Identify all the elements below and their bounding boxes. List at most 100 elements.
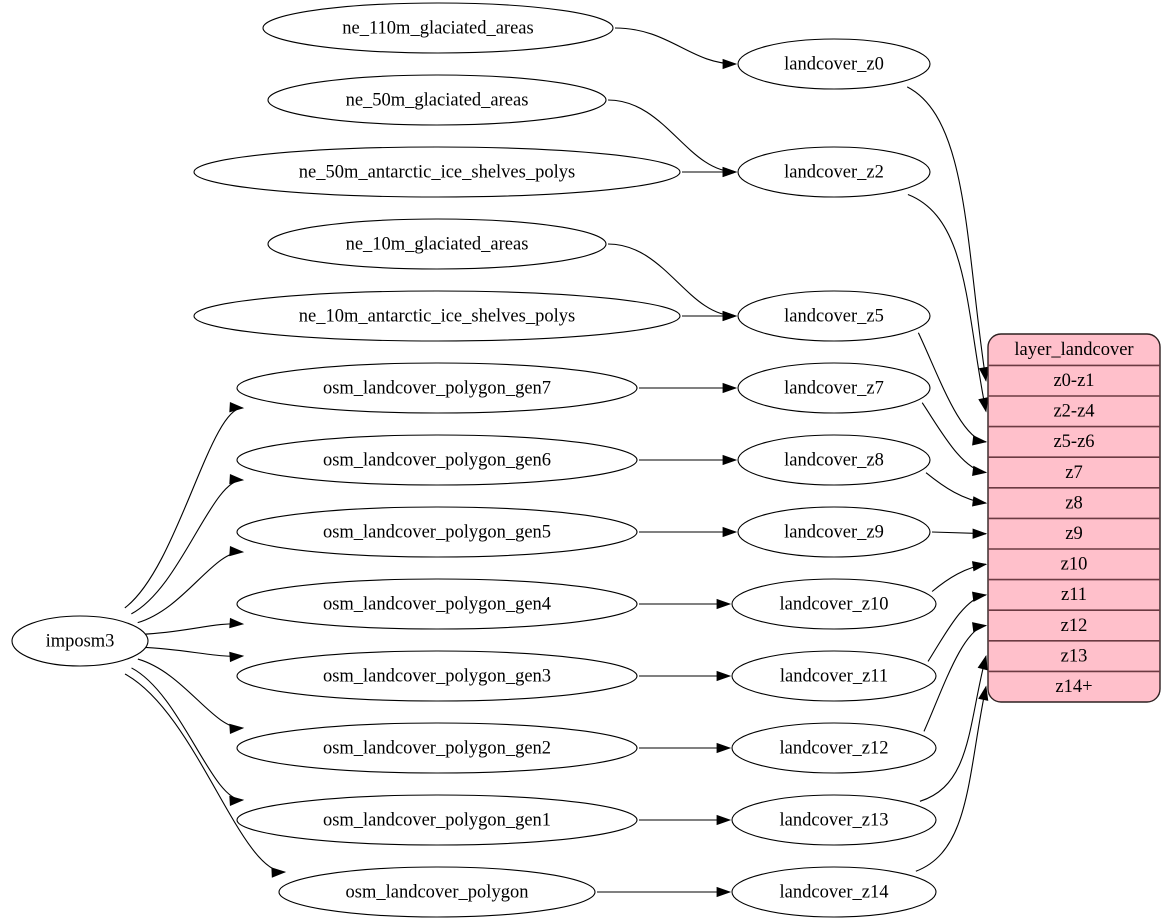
table-row[interactable]: z5-z6 (988, 427, 1160, 458)
node-shape[interactable] (11, 615, 149, 667)
graph-node-osm_landcover_polygon_gen1[interactable]: osm_landcover_polygon_gen1 (236, 794, 638, 846)
node-shape[interactable] (193, 290, 681, 342)
node-shape[interactable] (737, 362, 931, 414)
node-label: landcover_z7 (784, 378, 884, 398)
node-shape[interactable] (267, 74, 607, 126)
table-row[interactable]: z0-z1 (988, 365, 1160, 396)
graph-node-osm_landcover_polygon[interactable]: osm_landcover_polygon (278, 866, 596, 918)
node-shape[interactable] (737, 146, 931, 198)
node-label: osm_landcover_polygon_gen1 (323, 810, 551, 830)
graph-node-osm_landcover_polygon_gen5[interactable]: osm_landcover_polygon_gen5 (236, 506, 638, 558)
graph-node-landcover_z7[interactable]: landcover_z7 (737, 362, 931, 414)
edge-imposm3-to-osm_landcover_polygon_gen5 (137, 545, 245, 624)
graph-node-ne_10m_antarctic_ice_shelves_polys[interactable]: ne_10m_antarctic_ice_shelves_polys (193, 290, 681, 342)
edge-landcover_z5-to-table-row-2 (917, 332, 988, 446)
edge-landcover_z13-to-table-row-9 (919, 654, 988, 802)
node-label: landcover_z11 (780, 666, 888, 686)
graph-node-imposm3[interactable]: imposm3 (11, 615, 149, 667)
node-shape[interactable] (731, 578, 937, 630)
node-shape[interactable] (236, 362, 638, 414)
edge-landcover_z12-to-table-row-8 (923, 622, 988, 732)
graph-node-landcover_z11[interactable]: landcover_z11 (731, 650, 937, 702)
node-label: landcover_z13 (780, 810, 889, 830)
edge-landcover_z7-to-table-row-3 (921, 402, 988, 476)
edge-osm_landcover_polygon-to-landcover_z14 (597, 886, 732, 898)
graph-node-osm_landcover_polygon_gen4[interactable]: osm_landcover_polygon_gen4 (236, 578, 638, 630)
node-shape[interactable] (731, 650, 937, 702)
graph-node-landcover_z12[interactable]: landcover_z12 (731, 722, 937, 774)
node-label: osm_landcover_polygon_gen4 (323, 594, 551, 614)
edge-osm_landcover_polygon_gen6-to-landcover_z8 (639, 454, 738, 466)
edge-imposm3-to-osm_landcover_polygon_gen3 (141, 646, 245, 663)
node-label: osm_landcover_polygon_gen2 (323, 738, 551, 758)
node-label: landcover_z5 (784, 306, 884, 326)
graph-node-landcover_z5[interactable]: landcover_z5 (737, 290, 931, 342)
node-shape[interactable] (236, 434, 638, 486)
node-shape[interactable] (236, 722, 638, 774)
table-row[interactable]: z10 (988, 549, 1160, 580)
graph-node-ne_50m_glaciated_areas[interactable]: ne_50m_glaciated_areas (267, 74, 607, 126)
graph-node-osm_landcover_polygon_gen2[interactable]: osm_landcover_polygon_gen2 (236, 722, 638, 774)
node-shape[interactable] (236, 506, 638, 558)
table-row[interactable]: z12 (988, 610, 1160, 641)
graph-node-landcover_z14[interactable]: landcover_z14 (731, 866, 937, 918)
table-row[interactable]: z7 (988, 457, 1160, 488)
edge-osm_landcover_polygon_gen5-to-landcover_z9 (639, 526, 738, 538)
node-shape[interactable] (236, 578, 638, 630)
edge-ne_50m_antarctic_ice_shelves_polys-to-landcover_z2 (682, 166, 738, 178)
layer-landcover-table[interactable]: layer_landcover z0-z1 z2-z4 z5-z6 z7 z8 z9 z10 z… (987, 333, 1161, 703)
node-shape[interactable] (731, 794, 937, 846)
table-row-label: z11 (1061, 585, 1087, 605)
node-label: osm_landcover_polygon_gen7 (323, 378, 551, 398)
graph-node-landcover_z10[interactable]: landcover_z10 (731, 578, 937, 630)
table-row[interactable]: z14+ (988, 671, 1160, 702)
node-label: landcover_z8 (784, 450, 884, 470)
edge-imposm3-to-osm_landcover_polygon (124, 673, 287, 878)
edge-osm_landcover_polygon_gen4-to-landcover_z10 (639, 598, 732, 610)
graph-node-landcover_z13[interactable]: landcover_z13 (731, 794, 937, 846)
node-shape[interactable] (236, 794, 638, 846)
node-shape[interactable] (737, 506, 931, 558)
node-shape[interactable] (262, 2, 614, 54)
node-label: landcover_z0 (784, 54, 884, 74)
graph-node-landcover_z0[interactable]: landcover_z0 (737, 38, 931, 90)
table-row-label: z7 (1065, 463, 1082, 483)
node-label: ne_50m_glaciated_areas (346, 90, 529, 110)
node-shape[interactable] (737, 290, 931, 342)
graph-node-ne_10m_glaciated_areas[interactable]: ne_10m_glaciated_areas (267, 218, 607, 270)
graph-node-landcover_z2[interactable]: landcover_z2 (737, 146, 931, 198)
graph-node-osm_landcover_polygon_gen7[interactable]: osm_landcover_polygon_gen7 (236, 362, 638, 414)
table-row[interactable]: z11 (988, 580, 1160, 611)
edge-landcover_z10-to-table-row-6 (931, 561, 988, 592)
node-label: landcover_z10 (780, 594, 889, 614)
graph-node-landcover_z9[interactable]: landcover_z9 (737, 506, 931, 558)
edge-osm_landcover_polygon_gen1-to-landcover_z13 (639, 814, 732, 826)
node-shape[interactable] (731, 722, 937, 774)
node-shape[interactable] (236, 650, 638, 702)
table-row[interactable]: z13 (988, 641, 1160, 672)
edge-osm_landcover_polygon_gen3-to-landcover_z11 (639, 670, 732, 682)
graph-node-ne_50m_antarctic_ice_shelves_polys[interactable]: ne_50m_antarctic_ice_shelves_polys (193, 146, 681, 198)
graph-node-ne_110m_glaciated_areas[interactable]: ne_110m_glaciated_areas (262, 2, 614, 54)
table-row-label: z0-z1 (1053, 371, 1094, 391)
node-shape[interactable] (278, 866, 596, 918)
node-shape[interactable] (731, 866, 937, 918)
table-row[interactable]: z2-z4 (988, 396, 1160, 427)
table-row-label: z9 (1065, 524, 1082, 544)
table-row[interactable]: z8 (988, 488, 1160, 519)
nodes-layer: imposm3 ne_110m_glaciated_areas ne_50m_gla… (11, 2, 937, 918)
table-header-label: layer_landcover (1014, 340, 1133, 360)
node-label: landcover_z2 (784, 162, 884, 182)
graph-node-landcover_z8[interactable]: landcover_z8 (737, 434, 931, 486)
table-row-label: z5-z6 (1053, 432, 1094, 452)
graph-node-osm_landcover_polygon_gen6[interactable]: osm_landcover_polygon_gen6 (236, 434, 638, 486)
edge-imposm3-to-osm_landcover_polygon_gen7 (124, 402, 245, 609)
node-shape[interactable] (737, 434, 931, 486)
table-row[interactable]: z9 (988, 518, 1160, 549)
graph-node-osm_landcover_polygon_gen3[interactable]: osm_landcover_polygon_gen3 (236, 650, 638, 702)
edge-osm_landcover_polygon_gen2-to-landcover_z12 (639, 742, 732, 754)
node-shape[interactable] (193, 146, 681, 198)
node-shape[interactable] (267, 218, 607, 270)
node-shape[interactable] (737, 38, 931, 90)
